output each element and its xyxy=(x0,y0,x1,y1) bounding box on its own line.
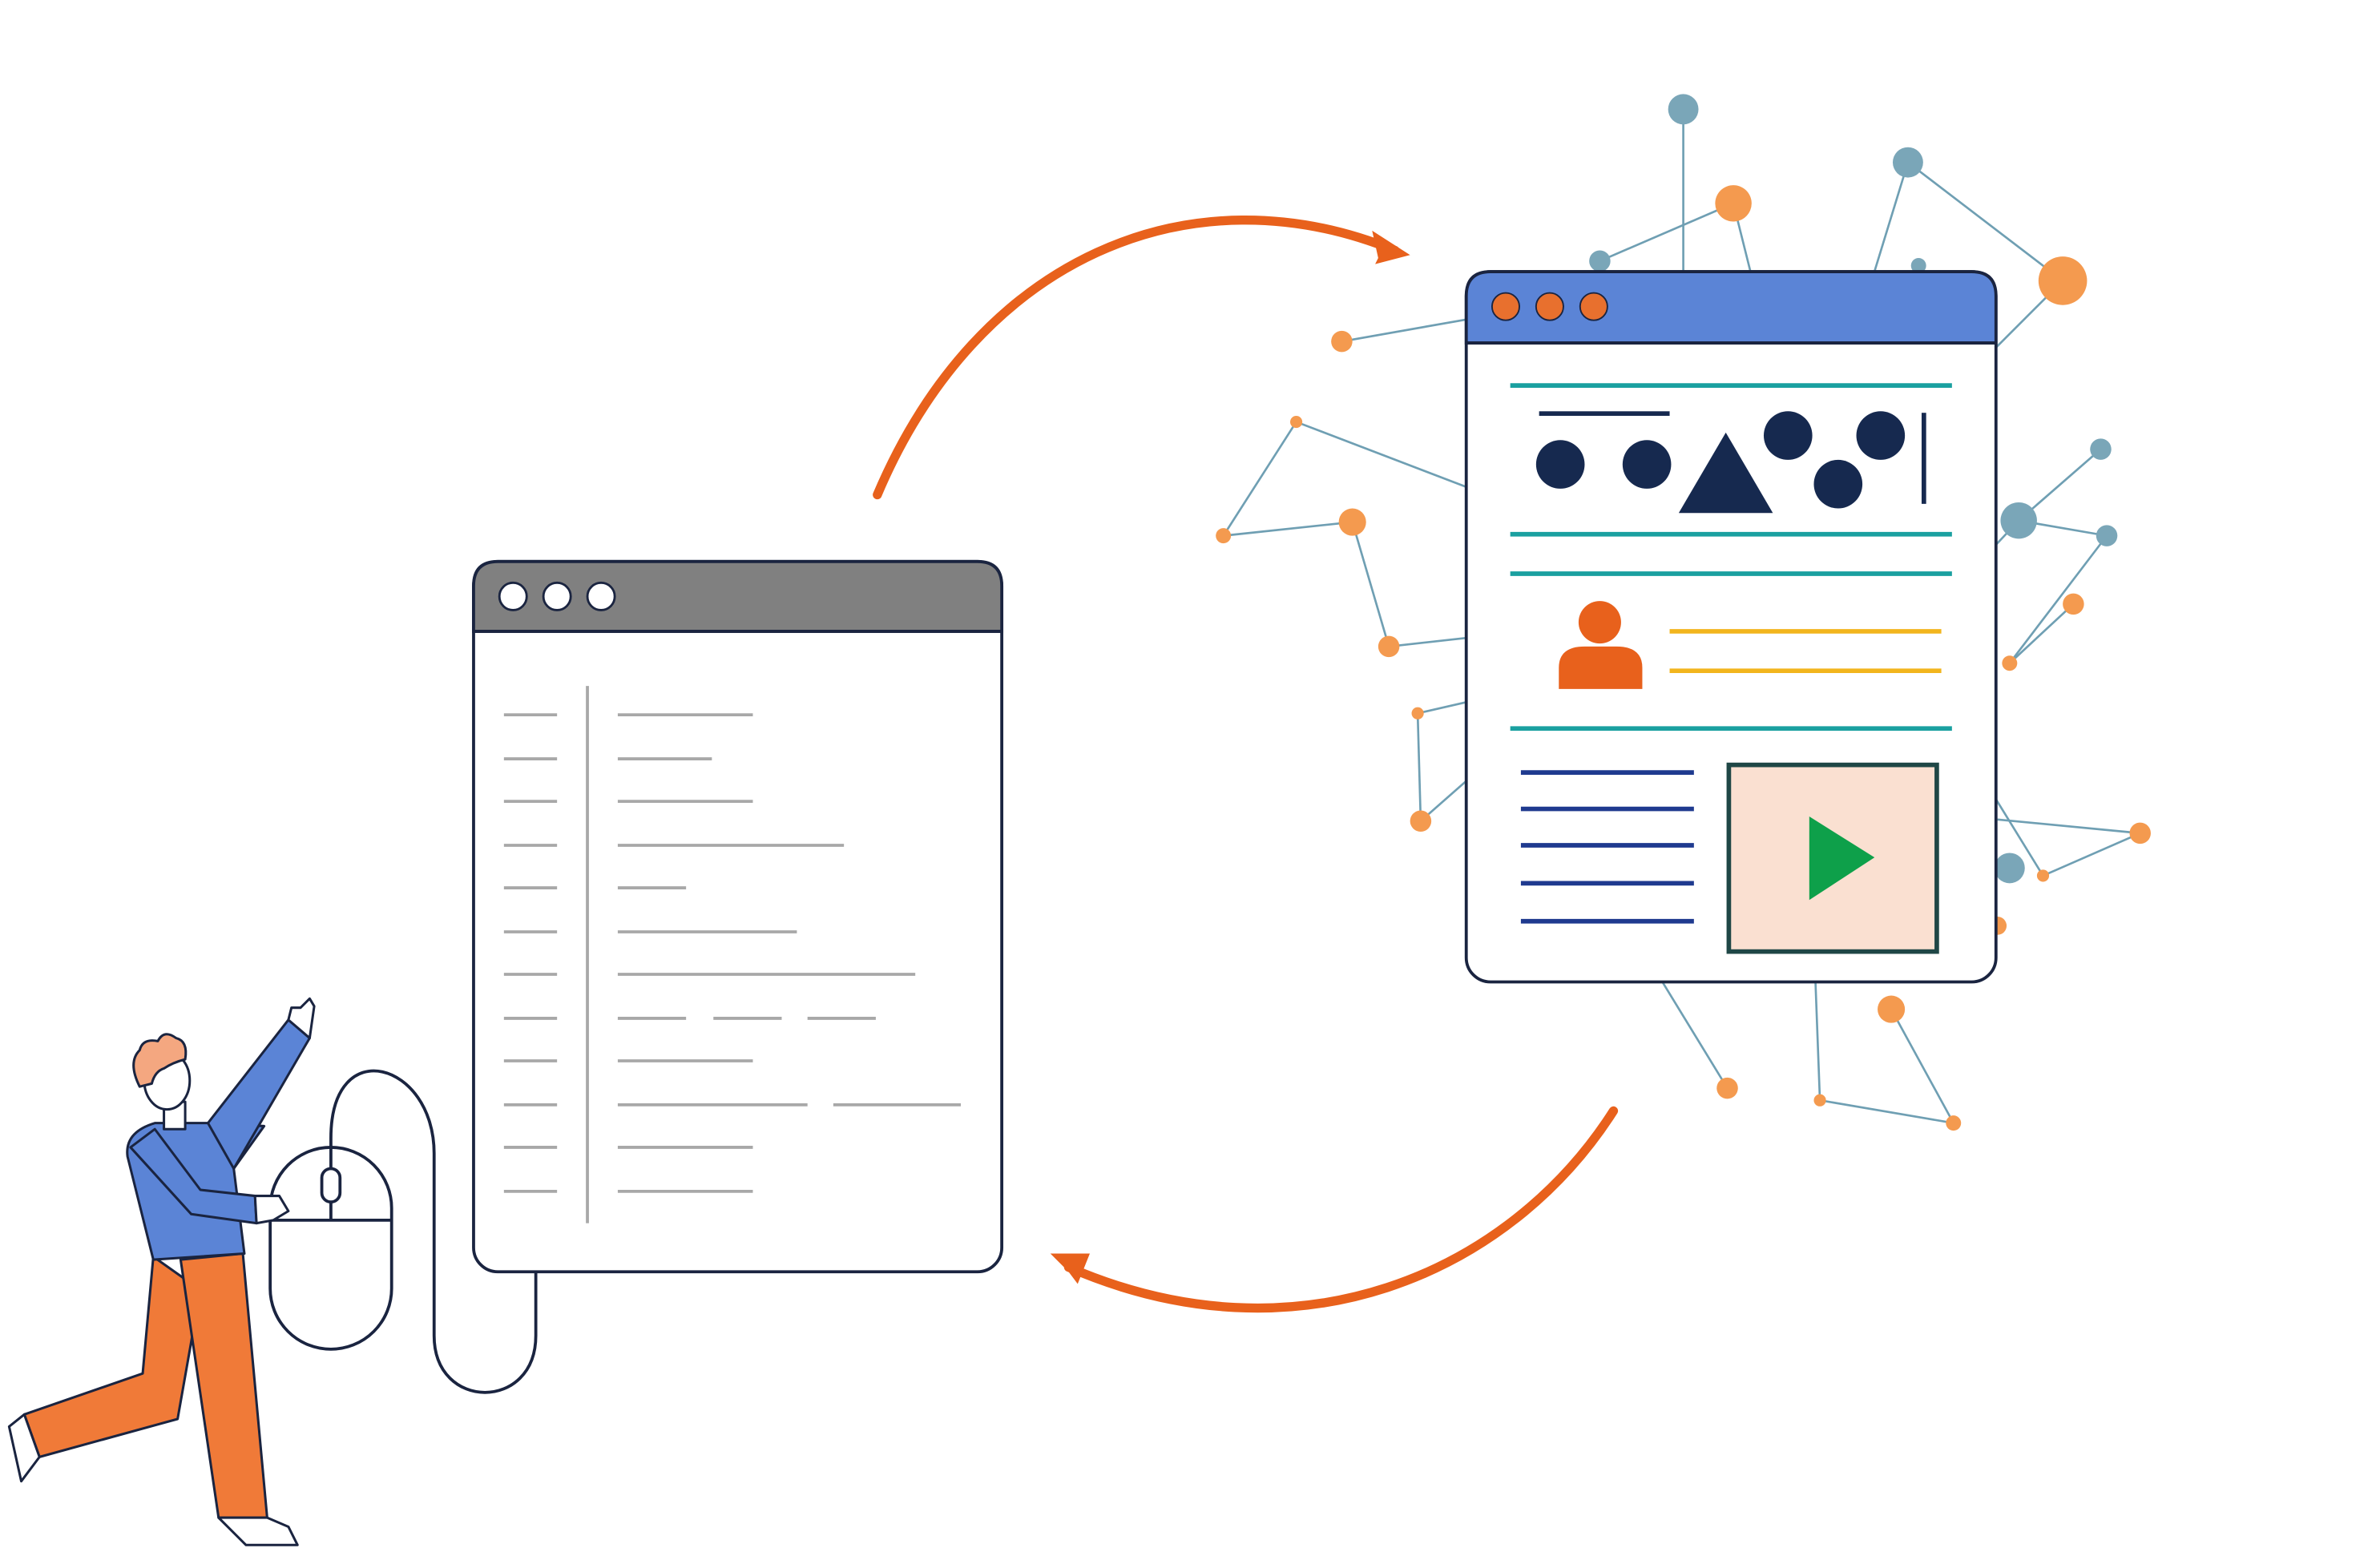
shapes-banner xyxy=(1535,411,1926,514)
person-front-shoe xyxy=(217,1516,299,1546)
person-back-shoe xyxy=(7,1413,41,1483)
person-lower-hand xyxy=(253,1195,290,1225)
rich-browser-window xyxy=(1464,270,1998,984)
code-line-marks xyxy=(617,713,961,1193)
plain-browser-window xyxy=(472,559,1004,1274)
mouse-cable xyxy=(329,1069,538,1394)
person-back-leg xyxy=(22,1255,202,1458)
profile-text-lines xyxy=(1669,629,1942,674)
person-raised-hand xyxy=(287,997,316,1040)
teal-divider-lines xyxy=(1510,383,1952,732)
window-control-dots xyxy=(1491,292,1608,321)
user-avatar-icon xyxy=(1559,601,1643,689)
play-icon xyxy=(1809,816,1875,901)
triangle-shape xyxy=(1678,432,1773,514)
computer-mouse xyxy=(268,1146,393,1351)
user-profile-section xyxy=(1559,601,1942,689)
person-raised-arm xyxy=(206,1018,311,1170)
network-nodes xyxy=(1216,94,2151,1131)
person-hair xyxy=(132,1033,188,1088)
scroll-wheel xyxy=(320,1167,342,1204)
video-player xyxy=(1726,762,1939,954)
person xyxy=(7,997,316,1546)
line-number-marks xyxy=(503,713,558,1193)
person-front-leg xyxy=(179,1252,268,1519)
article-text-lines xyxy=(1520,770,1694,924)
bottom-cycle-arrow xyxy=(1050,1106,1619,1313)
window-control-dots xyxy=(498,581,616,611)
top-cycle-arrow xyxy=(873,216,1410,500)
